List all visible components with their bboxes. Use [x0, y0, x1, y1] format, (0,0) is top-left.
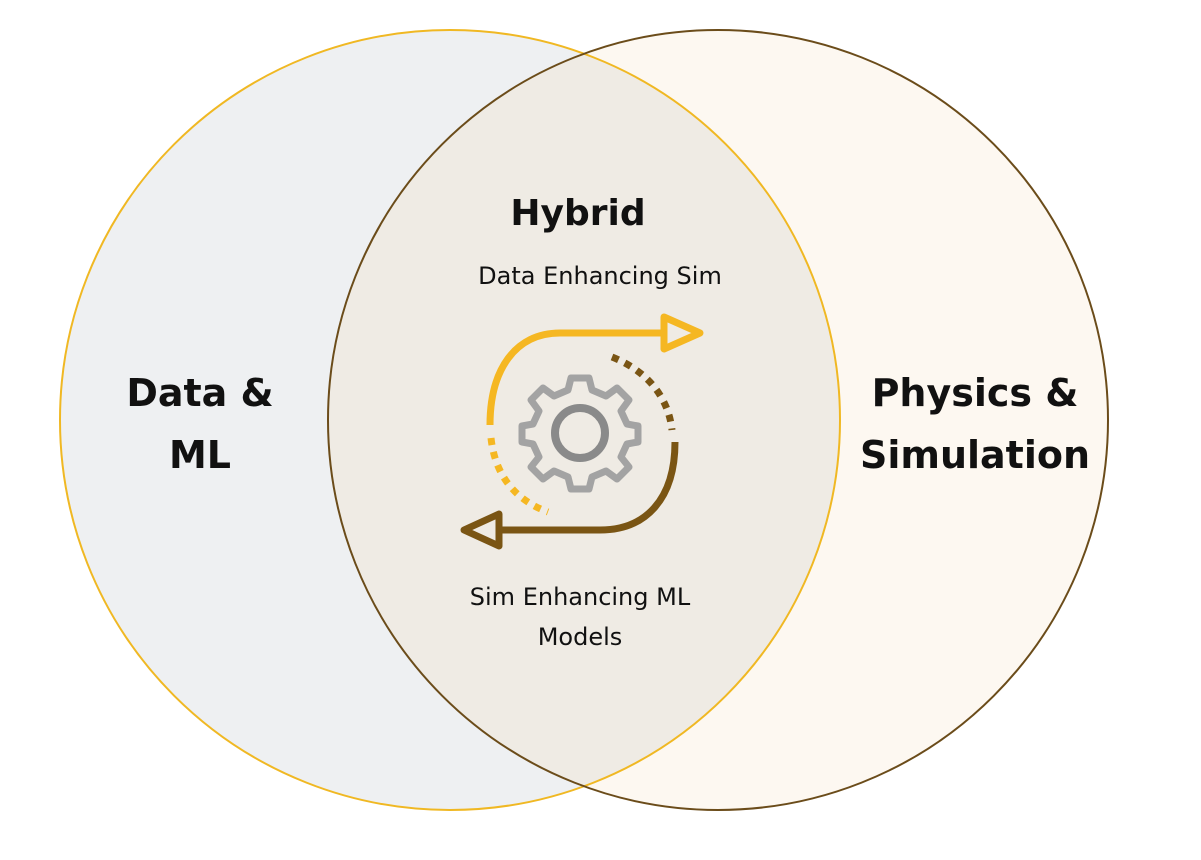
left-set-label: Data & ML	[95, 362, 305, 486]
left-label-line1: Data &	[126, 371, 274, 415]
right-circle-outline	[327, 29, 1109, 811]
right-set-label: Physics & Simulation	[840, 362, 1110, 486]
left-circle-outline	[59, 29, 841, 811]
bottom-text-line1: Sim Enhancing ML	[469, 583, 691, 611]
left-label-line2: ML	[168, 433, 232, 477]
yellow-arrow	[486, 329, 663, 426]
brown-arrow	[500, 441, 679, 534]
cycle-icon	[460, 313, 704, 550]
brown-arrowhead	[460, 510, 503, 550]
right-label-line2: Simulation	[859, 433, 1091, 477]
right-label-line1: Physics &	[871, 371, 1079, 415]
data-enhancing-sim-text: Data Enhancing Sim	[478, 262, 722, 290]
yellow-dotted-arc	[487, 437, 550, 516]
yellow-arrowhead	[660, 313, 704, 353]
brown-dotted-arc	[610, 353, 676, 431]
overlap-region	[328, 30, 840, 810]
hybrid-title: Hybrid	[510, 193, 646, 234]
gear-icon	[518, 374, 642, 493]
sim-enhancing-ml-text: Sim Enhancing ML Models	[420, 577, 740, 657]
bottom-text-line2: Models	[537, 623, 623, 651]
